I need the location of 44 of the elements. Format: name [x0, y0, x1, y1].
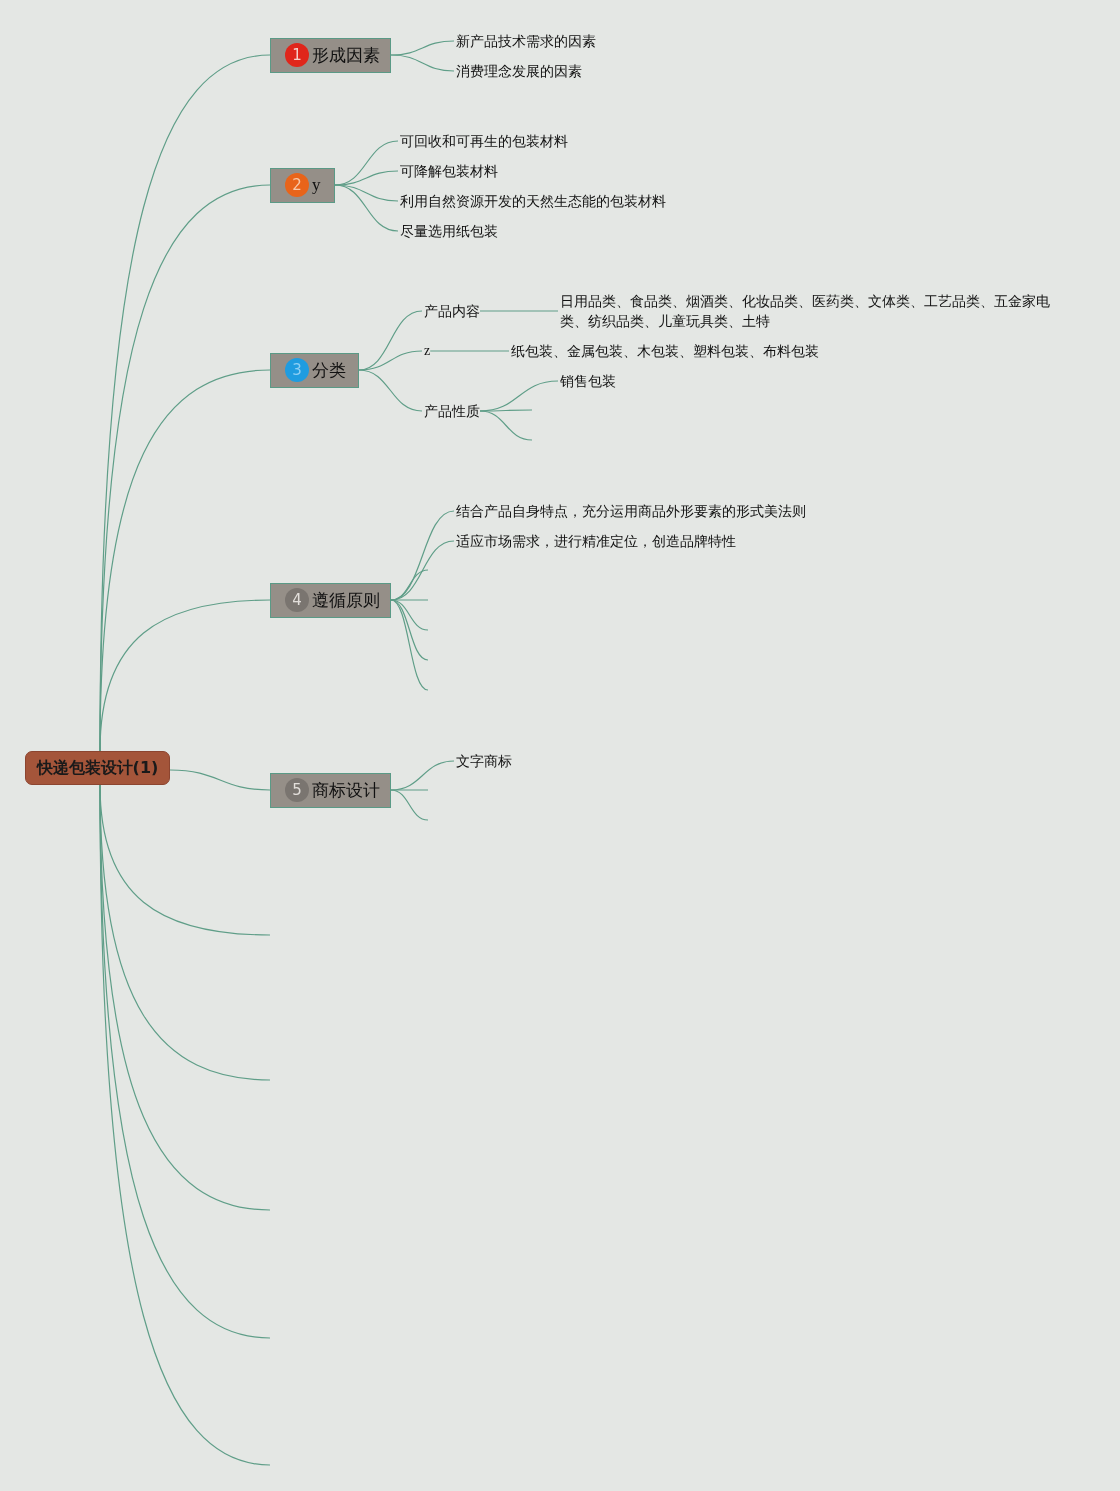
number-badge: 5 — [285, 778, 309, 802]
connector-line — [479, 409, 533, 412]
subtopic-text: 产品性质 — [422, 401, 480, 421]
topic-label: y — [312, 175, 321, 195]
connector-line — [479, 410, 533, 441]
topic-box — [270, 582, 391, 618]
subtopic-text: 消费理念发展的因素 — [454, 61, 582, 81]
connector-line — [390, 789, 429, 791]
number-badge: 2 — [285, 173, 309, 197]
connector-line — [334, 184, 399, 202]
topic-label: 遵循原则 — [312, 588, 380, 612]
topic-box — [270, 772, 391, 808]
topic-label: 形成因素 — [312, 43, 380, 67]
topic-box — [270, 37, 391, 73]
topic-box — [270, 167, 335, 203]
topic-box — [270, 352, 359, 388]
subtopic-text: z — [422, 341, 431, 361]
subtopic-text: 产品内容 — [422, 301, 480, 321]
subtopic-text: 日用品类、食品类、烟酒类、化妆品类、医药类、文体类、工艺品类、五金家电类、纺织品类、儿童玩具类、土特 — [558, 291, 1058, 331]
subtopic-text: 尽量选用纸包装 — [398, 221, 498, 241]
topic-label: 分类 — [312, 358, 346, 382]
number-badge: 1 — [285, 43, 309, 67]
connector-line — [390, 599, 429, 691]
number-badge: 3 — [285, 358, 309, 382]
connector-line — [358, 369, 423, 412]
subtopic-text: 可回收和可再生的包装材料 — [398, 131, 568, 151]
subtopic-text: 可降解包装材料 — [398, 161, 498, 181]
subtopic-text: 结合产品自身特点，充分运用商品外形要素的形式美法则 — [454, 501, 806, 521]
connector-line — [390, 789, 429, 821]
topic-label: 商标设计 — [312, 778, 380, 802]
root-topic-box: 快递包装设计(1) — [25, 751, 170, 785]
connector-line — [429, 350, 510, 352]
connector-line — [479, 310, 559, 312]
subtopic-text: 新产品技术需求的因素 — [454, 31, 596, 51]
connector-line — [169, 769, 271, 791]
subtopic-text: 销售包装 — [558, 371, 616, 391]
connector-line — [358, 350, 423, 371]
subtopic-text: 文字商标 — [454, 751, 512, 771]
number-badge: 4 — [285, 588, 309, 612]
connector-line — [390, 54, 455, 72]
connector-line — [334, 184, 399, 232]
subtopic-text: 纸包装、金属包装、木包装、塑料包装、布料包装 — [509, 341, 819, 361]
subtopic-text: 利用自然资源开发的天然生态能的包装材料 — [398, 191, 666, 211]
subtopic-text: 适应市场需求，进行精准定位，创造品牌特性 — [454, 531, 736, 551]
